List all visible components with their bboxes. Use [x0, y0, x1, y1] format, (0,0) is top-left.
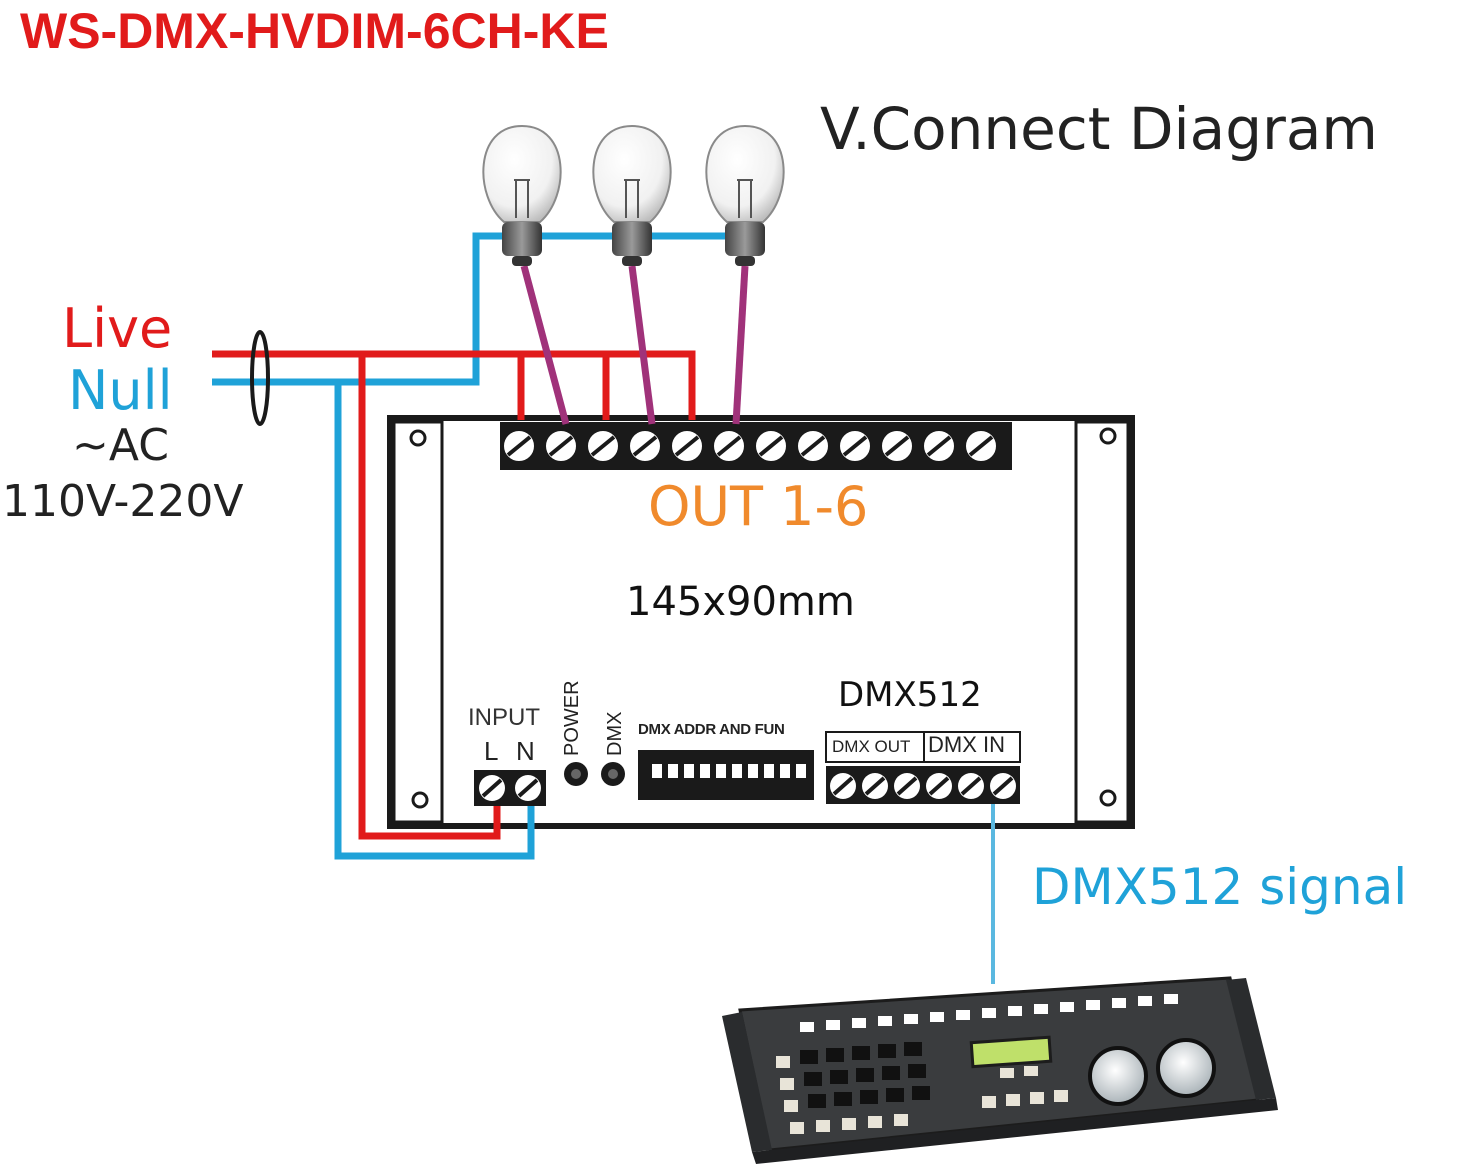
terminal-screw [479, 775, 505, 801]
null-label: Null [68, 359, 173, 422]
dmx-signal-label: DMX512 signal [1032, 858, 1408, 916]
dip-switch-label: DMX ADDR AND FUN [638, 721, 785, 738]
live-label: Live [62, 297, 173, 360]
lamp-wire-3 [732, 265, 749, 425]
ac-label: ~AC [72, 420, 169, 471]
lamp-wire-1 [520, 265, 570, 425]
dmx-terminals [830, 773, 1016, 799]
terminal-screw [754, 429, 788, 463]
output-label: OUT 1-6 [648, 475, 869, 538]
terminal-screw [796, 429, 830, 463]
mounting-hole [411, 791, 429, 809]
terminal-screw [502, 429, 536, 463]
lamp-wire-2 [628, 265, 656, 425]
mounting-hole [1099, 789, 1117, 807]
dimensions-label: 145x90mm [626, 579, 855, 625]
dmx512-port-group-label: DMX512 [838, 675, 982, 715]
dmx-controller [722, 976, 1278, 1164]
terminal-screw [964, 429, 998, 463]
light-bulb-2 [592, 124, 672, 266]
terminal-screw [880, 429, 914, 463]
terminal-screw [922, 429, 956, 463]
mounting-hole [1099, 427, 1117, 445]
input-n-label: N [516, 736, 535, 766]
power-led-label: POWER [561, 680, 583, 756]
dimmer-module [387, 415, 1135, 829]
terminal-screw [712, 429, 746, 463]
terminal-screw [628, 429, 662, 463]
mounting-hole [409, 429, 427, 447]
terminal-screw [926, 773, 952, 799]
dmx-out-label: DMX OUT [832, 737, 911, 756]
voltage-label: 110V-220V [2, 476, 244, 527]
input-l-label: L [484, 736, 499, 766]
null-wire [212, 232, 740, 386]
terminal-screw [544, 429, 578, 463]
left-mount-bracket [392, 420, 444, 824]
terminal-screw [862, 773, 888, 799]
terminal-screw [586, 429, 620, 463]
wiring [212, 232, 995, 984]
power-led [564, 762, 588, 786]
dmx-terminal-block [826, 766, 1020, 804]
light-bulb-3 [705, 124, 785, 266]
input-label: INPUT [468, 704, 540, 731]
light-bulb-1 [482, 124, 562, 266]
model-title: WS-DMX-HVDIM-6CH-KE [20, 3, 609, 59]
terminal-screw [830, 773, 856, 799]
right-mount-bracket [1074, 420, 1130, 824]
terminal-screw [990, 773, 1016, 799]
dip-switch [638, 750, 814, 800]
output-terminals [502, 429, 998, 463]
null-wire-to-input [334, 382, 535, 860]
cable-tie [250, 330, 270, 426]
terminal-screw [670, 429, 704, 463]
dmx-in-label: DMX IN [928, 732, 1005, 757]
terminal-screw [838, 429, 872, 463]
dmx-led [601, 762, 625, 786]
terminal-screw [515, 775, 541, 801]
terminal-screw [894, 773, 920, 799]
terminal-screw [958, 773, 984, 799]
live-wire [212, 350, 696, 420]
dmx-led-label: DMX [604, 711, 626, 756]
diagram-title: V.Connect Diagram [820, 95, 1378, 163]
live-wire-to-input [358, 354, 501, 840]
